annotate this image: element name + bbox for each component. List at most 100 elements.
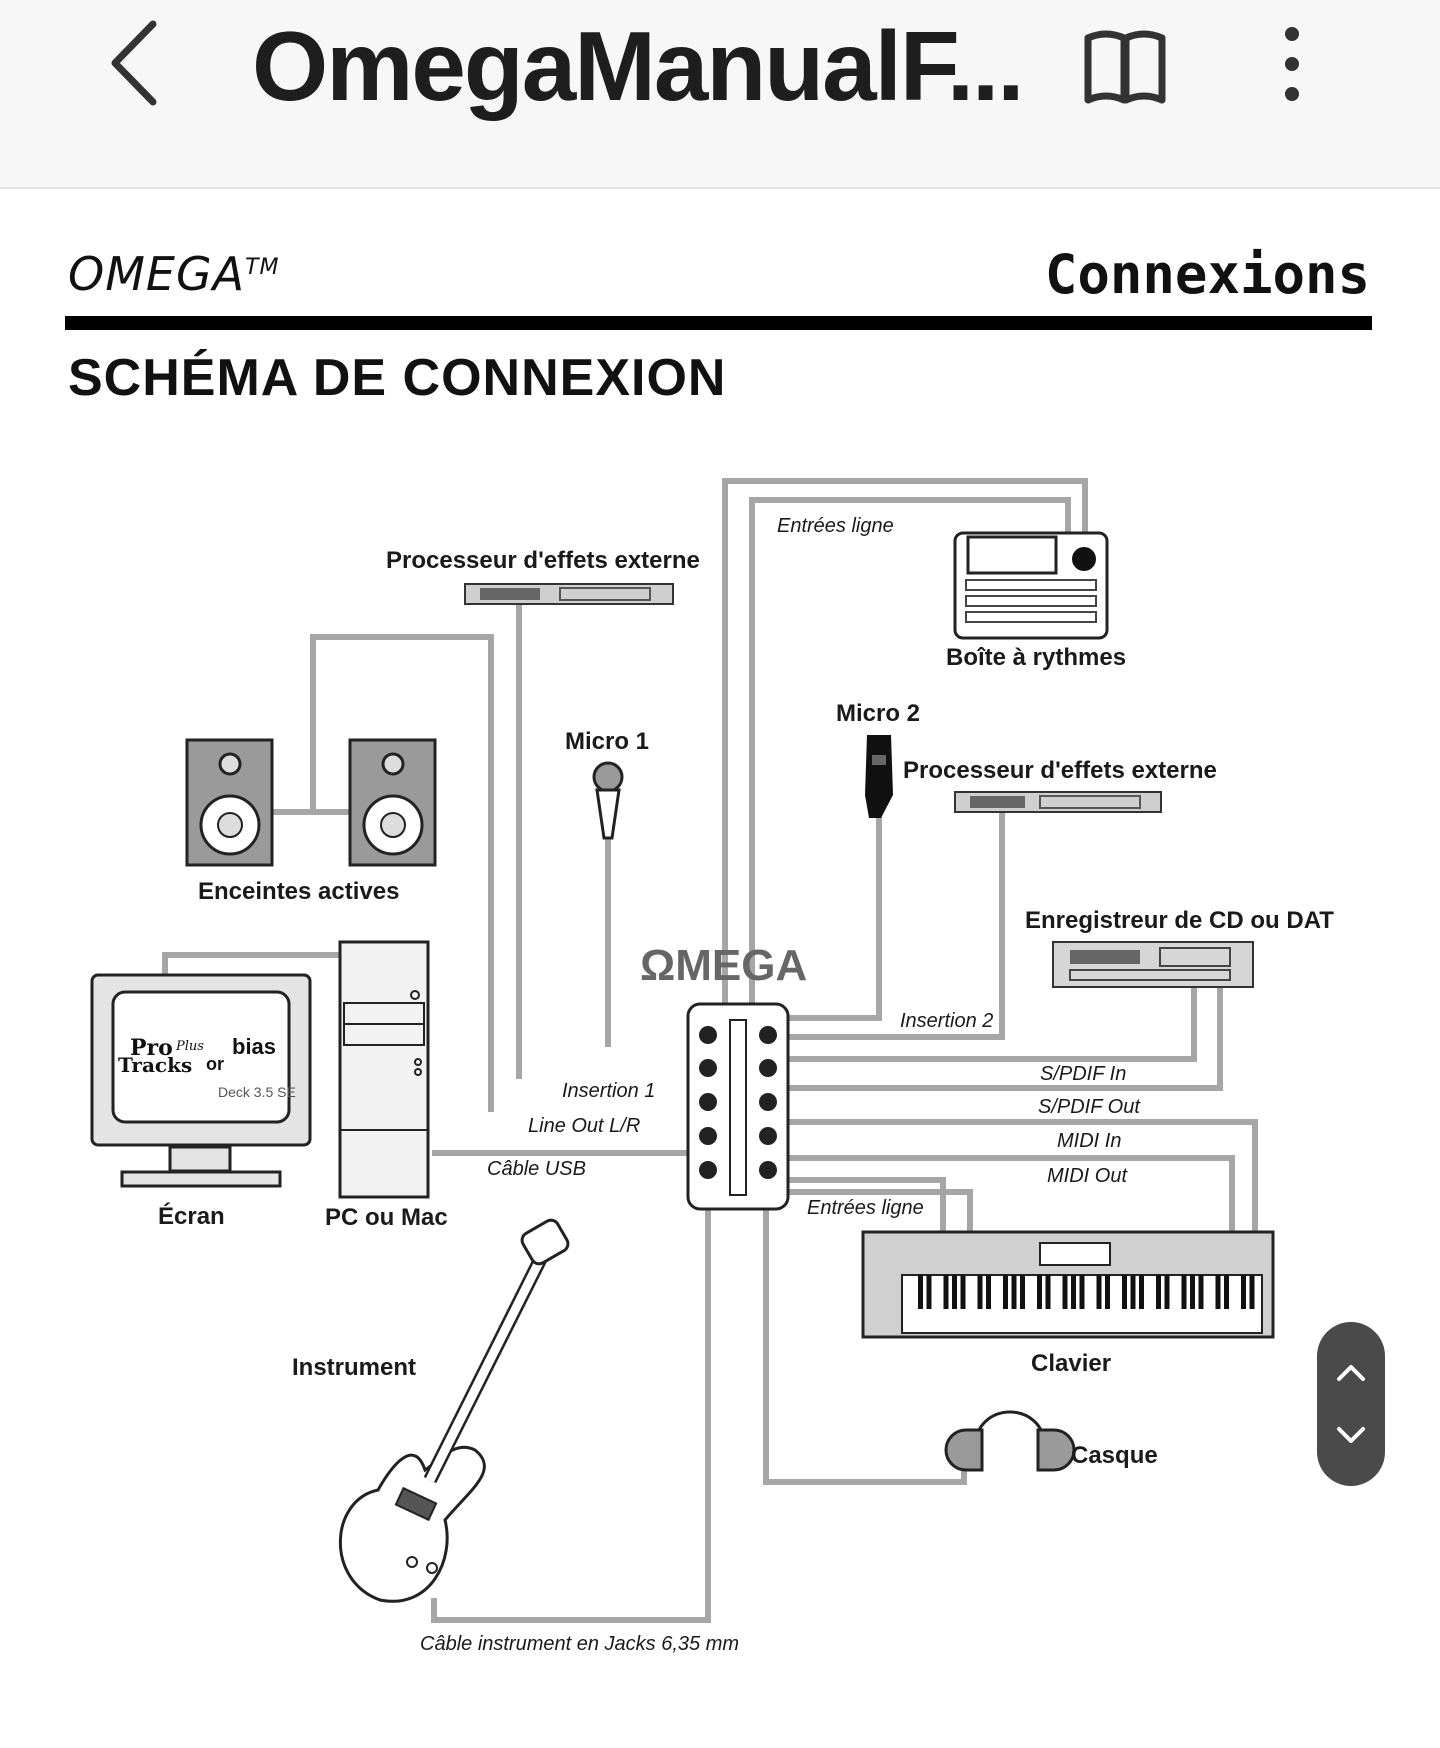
cable-label-midi-in: MIDI In	[1057, 1130, 1121, 1152]
keyboard-black-key	[952, 1275, 957, 1309]
cable-label-spdif-in: S/PDIF In	[1040, 1063, 1126, 1085]
more-vertical-icon	[1285, 27, 1299, 101]
computer-tower	[338, 940, 430, 1199]
back-button[interactable]	[105, 18, 175, 108]
cable-label-insert2: Insertion 2	[900, 1010, 993, 1032]
cable-label-midi-out: MIDI Out	[1047, 1165, 1128, 1187]
label-headphones: Casque	[1071, 1442, 1158, 1469]
keyboard-black-key	[1249, 1275, 1255, 1309]
cables	[162, 478, 1258, 1623]
keyboard-black-key	[918, 1275, 923, 1309]
drum-machine	[953, 531, 1109, 640]
cable-label-insert1: Insertion 1	[562, 1080, 655, 1102]
keyboard-black-key	[1164, 1275, 1170, 1309]
cable-insert2	[788, 810, 1005, 1040]
keyboard-black-key	[1241, 1275, 1246, 1309]
cd-dat-recorder	[1052, 941, 1254, 988]
omega-interface	[686, 1002, 790, 1211]
page-scroller	[1317, 1322, 1385, 1486]
keyboard-black-key	[1045, 1275, 1051, 1309]
brand-name: OMEGATM	[68, 247, 280, 301]
label-computer: PC ou Mac	[325, 1204, 448, 1231]
keyboard-black-key	[1062, 1275, 1068, 1309]
electric-guitar	[338, 1218, 570, 1603]
keyboard-black-key	[1003, 1275, 1008, 1309]
screen-plus: Plus	[175, 1039, 204, 1054]
chevron-up-icon	[1337, 1365, 1365, 1381]
chevron-down-icon	[1337, 1427, 1365, 1443]
cable-speakers	[310, 634, 494, 1112]
keyboard-black-key	[986, 1275, 991, 1309]
keyboard-black-key	[1190, 1275, 1195, 1309]
microphone-2	[865, 735, 893, 818]
keyboard-black-key	[1181, 1275, 1187, 1309]
label-recorder: Enregistreur de CD ou DAT	[1025, 907, 1334, 934]
cable-spdif-in	[788, 988, 1197, 1062]
cable-label-usb: Câble USB	[487, 1158, 586, 1180]
header-rule	[65, 316, 1372, 330]
label-fx-right: Processeur d'effets externe	[903, 757, 1217, 784]
active-speakers	[185, 738, 437, 867]
keyboard-black-key	[977, 1275, 983, 1309]
book-open-icon	[1084, 30, 1166, 104]
keyboard-black-key	[1105, 1275, 1110, 1309]
keyboard-black-key	[1130, 1275, 1136, 1309]
headphones	[944, 1410, 1076, 1472]
section-title: Connexions	[1044, 243, 1370, 306]
more-options-button[interactable]	[1275, 20, 1309, 110]
keyboard-black-key	[1156, 1275, 1161, 1309]
label-instrument: Instrument	[292, 1354, 416, 1381]
app-toolbar: OmegaManualF...	[0, 0, 1440, 189]
cable-label-spdif-out: S/PDIF Out	[1038, 1096, 1141, 1118]
screen-bias: bias	[232, 1034, 276, 1059]
microphone-1	[592, 761, 624, 840]
label-keyboard: Clavier	[1031, 1350, 1111, 1377]
keyboard-black-key	[1215, 1275, 1221, 1309]
keyboard-black-key	[1139, 1275, 1144, 1309]
cable-midi-in	[788, 1119, 1258, 1232]
cable-line-in-keyboard-2	[788, 1189, 973, 1232]
scroll-down-button[interactable]	[1317, 1406, 1385, 1464]
cable-spdif-out	[788, 988, 1223, 1091]
screen-deck: Deck 3.5 SE	[218, 1084, 296, 1100]
cable-label-line-in-bottom: Entrées ligne	[807, 1197, 924, 1219]
page-heading: SCHÉMA DE CONNEXION	[68, 349, 727, 407]
keyboard-synth	[861, 1230, 1275, 1339]
chevron-left-icon	[111, 20, 157, 106]
label-speakers: Enceintes actives	[198, 878, 399, 905]
label-mic1: Micro 1	[565, 728, 649, 755]
label-fx-top: Processeur d'effets externe	[386, 547, 700, 574]
scroll-up-button[interactable]	[1317, 1344, 1385, 1402]
cable-drum-machine-2	[749, 497, 1071, 1018]
label-mic2: Micro 2	[836, 700, 920, 727]
keyboard-black-key	[1071, 1275, 1076, 1309]
cable-line-in-keyboard	[788, 1177, 946, 1232]
cable-label-line-in-top: Entrées ligne	[777, 515, 894, 537]
fx-processor-right	[954, 791, 1162, 813]
label-drum-machine: Boîte à rythmes	[946, 644, 1126, 671]
screen-pro: Pro	[130, 1035, 173, 1061]
keyboard-black-key	[960, 1275, 966, 1309]
cable-computer-screen	[162, 952, 340, 975]
cable-label-line-out: Line Out L/R	[528, 1115, 640, 1137]
keyboard-black-key	[1122, 1275, 1127, 1309]
reader-mode-button[interactable]	[1080, 24, 1170, 108]
keyboard-black-key	[1079, 1275, 1085, 1309]
keyboard-black-key	[1011, 1275, 1017, 1309]
screen-or: or	[206, 1054, 224, 1074]
cable-instrument	[431, 1210, 711, 1623]
keyboard-black-key	[1037, 1275, 1042, 1309]
keyboard-black-key	[1224, 1275, 1229, 1309]
cable-headphones	[763, 1210, 967, 1485]
cable-label-instrument: Câble instrument en Jacks 6,35 mm	[420, 1633, 739, 1655]
keyboard-black-key	[1020, 1275, 1025, 1309]
keyboard-black-key	[1198, 1275, 1204, 1309]
keyboard-black-key	[943, 1275, 949, 1309]
screen-tracks: Tracks	[118, 1053, 192, 1077]
keyboard-black-key	[926, 1275, 932, 1309]
cable-midi-out	[788, 1155, 1235, 1232]
label-screen: Écran	[158, 1202, 225, 1230]
cable-drum-machine-1	[722, 478, 1088, 1015]
document-title: OmegaManualF...	[252, 11, 1025, 121]
